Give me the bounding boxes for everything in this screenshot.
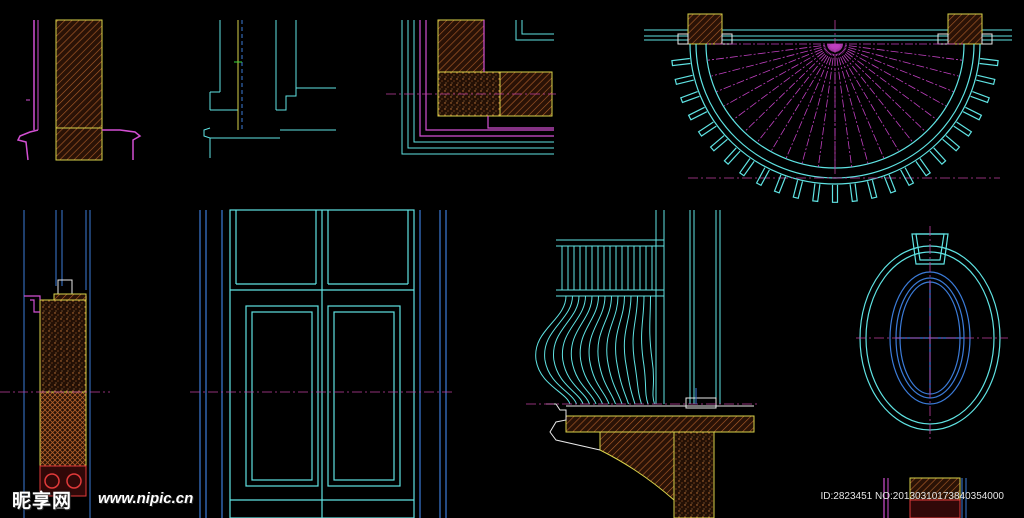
detail-door-elevation — [190, 209, 452, 518]
watermark-site: www.nipic.cn — [98, 490, 194, 507]
detail-fan-window — [644, 13, 1012, 203]
watermark-logo: 昵享网 — [12, 491, 73, 512]
detail-corner — [386, 19, 556, 155]
detail-oval-window — [856, 226, 1008, 440]
detail-small-column — [883, 477, 967, 518]
detail-balcony — [526, 210, 760, 518]
watermark-id: ID:2823451 NO:20130310173840354000 — [820, 491, 1005, 502]
detail-tall-column — [0, 210, 110, 518]
detail-frame-section — [203, 20, 336, 158]
detail-wall-sill — [16, 19, 142, 161]
